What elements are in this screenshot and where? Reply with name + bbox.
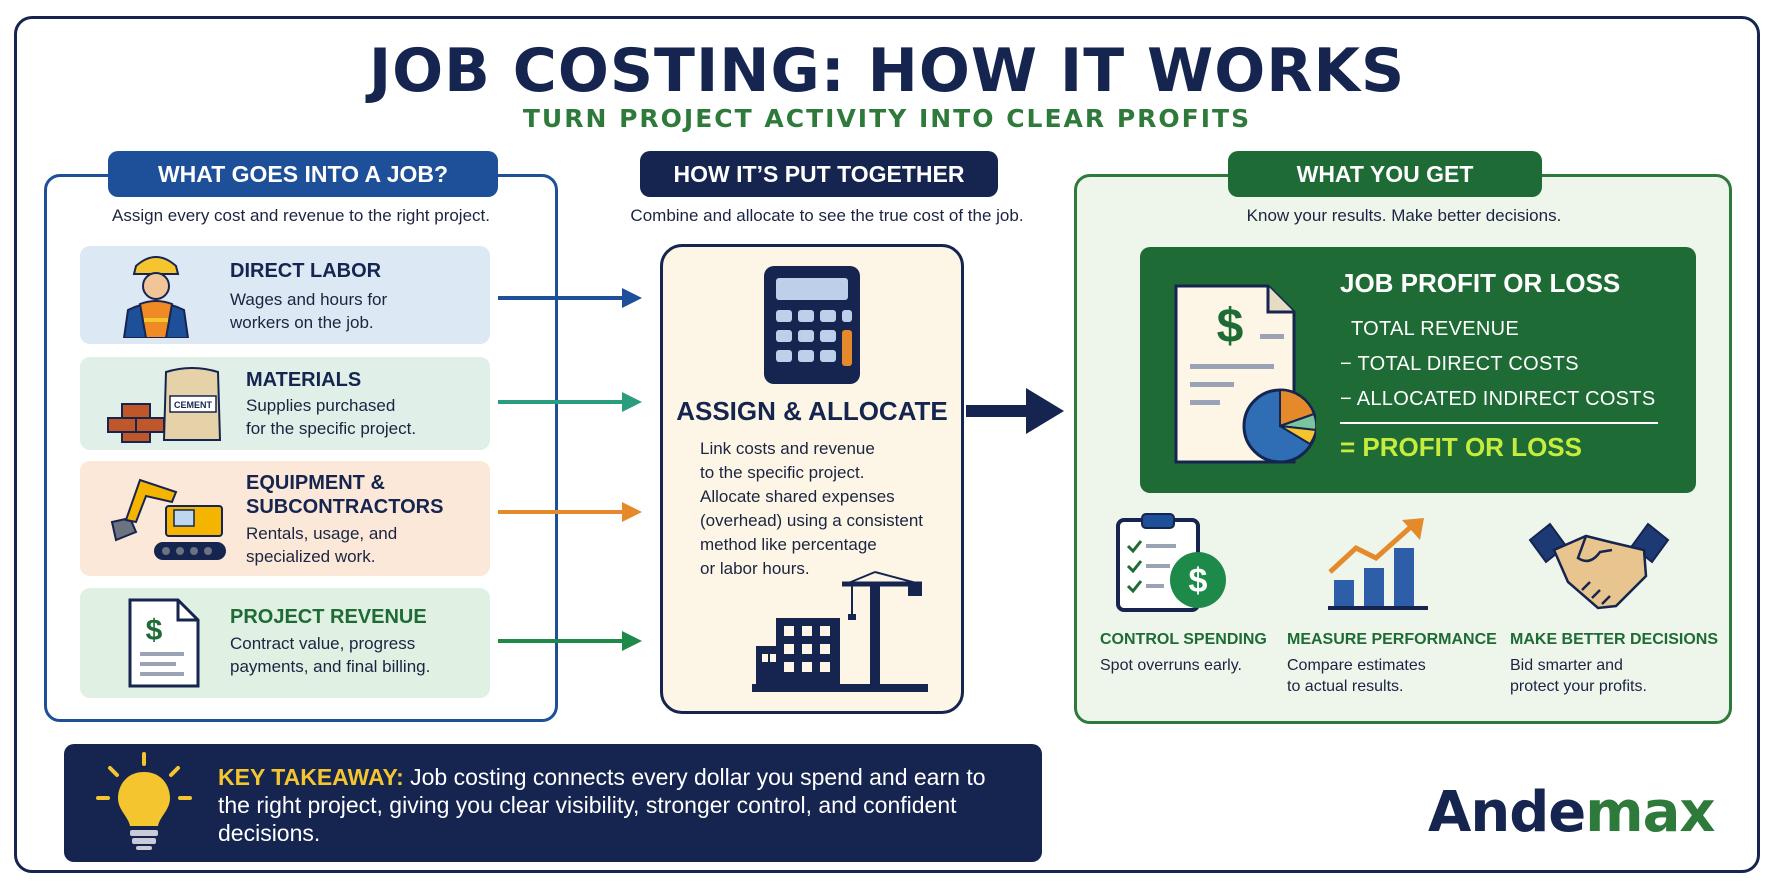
materials-flow-arrow [498, 392, 642, 412]
andemax-logo: Andemax [1428, 780, 1716, 845]
growth-chart-icon [1328, 518, 1428, 610]
results-caption: Know your results. Make better decisions… [1246, 206, 1562, 225]
cement-bricks-icon: CEMENT [107, 367, 222, 443]
measure-performance-desc-1: Compare estimates [1287, 657, 1426, 674]
indirect-costs-line: − ALLOCATED INDIRECT COSTS [1340, 388, 1656, 410]
materials-desc-2: for the specific project. [246, 419, 417, 438]
direct-labor-desc-2: workers on the job. [230, 313, 374, 332]
key-takeaway-text: KEY TAKEAWAY: Job costing connects every… [218, 763, 1018, 847]
results-heading: WHAT YOU GET [1228, 151, 1542, 197]
handshake-icon [1528, 522, 1670, 610]
inputs-heading: WHAT GOES INTO A JOB? [108, 151, 498, 197]
profit-loss-title: JOB PROFIT OR LOSS [1340, 268, 1621, 298]
excavator-icon [110, 478, 226, 560]
logo-part-2: max [1585, 780, 1715, 845]
control-spending-desc-1: Spot overruns early. [1100, 657, 1242, 674]
key-takeaway-banner [64, 744, 1042, 862]
project-revenue-desc-1: Contract value, progress [230, 634, 416, 653]
revenue-flow-arrow [498, 631, 642, 651]
report-pie-icon: $ [1174, 284, 1316, 464]
direct-costs-line: − TOTAL DIRECT COSTS [1340, 353, 1579, 375]
svg-text:$: $ [1217, 300, 1244, 353]
labor-flow-arrow [498, 288, 642, 308]
card-equipment-subcontractors [80, 461, 490, 576]
assign-line-1: Link costs and revenue [700, 439, 875, 458]
page-subtitle: TURN PROJECT ACTIVITY INTO CLEAR PROFITS [522, 104, 1252, 133]
equipment-desc-2: specialized work. [246, 547, 376, 566]
measure-performance-desc-2: to actual results. [1287, 678, 1404, 695]
measure-performance-title: MEASURE PERFORMANCE [1287, 631, 1497, 648]
equipment-title-2: SUBCONTRACTORS [246, 496, 444, 518]
key-takeaway-label: KEY TAKEAWAY: [218, 764, 404, 790]
logo-part-1: Ande [1428, 780, 1586, 845]
assign-allocate-desc: Link costs and revenue to the specific p… [700, 437, 950, 581]
svg-text:$: $ [1189, 562, 1208, 600]
profit-or-loss-result: = PROFIT OR LOSS [1340, 432, 1582, 462]
inputs-caption: Assign every cost and revenue to the rig… [112, 206, 490, 225]
direct-labor-title: DIRECT LABOR [230, 260, 382, 282]
equipment-flow-arrow [498, 502, 642, 522]
project-revenue-title: PROJECT REVENUE [230, 606, 427, 628]
process-heading: HOW IT’S PUT TOGETHER [640, 151, 998, 197]
better-decisions-title: MAKE BETTER DECISIONS [1510, 631, 1719, 648]
materials-title: MATERIALS [246, 369, 362, 391]
calculator-icon [764, 266, 860, 384]
lightbulb-icon [96, 752, 192, 850]
project-revenue-desc-2: payments, and final billing. [230, 657, 431, 676]
assign-line-6: or labor hours. [700, 559, 810, 578]
assign-line-5: method like percentage [700, 535, 877, 554]
equipment-desc-1: Rentals, usage, and [246, 524, 398, 543]
invoice-dollar-icon: $ [128, 598, 200, 688]
worker-icon [122, 256, 190, 338]
svg-text:$: $ [146, 614, 163, 647]
assign-line-4: (overhead) using a consistent [700, 511, 924, 530]
key-takeaway-body: Job costing connects every dollar you sp… [218, 764, 986, 846]
page-title: JOB COSTING: HOW IT WORKS [368, 36, 1406, 106]
profit-divider [1340, 422, 1658, 424]
control-spending-title: CONTROL SPENDING [1100, 631, 1267, 648]
assign-line-3: Allocate shared expenses [700, 487, 895, 506]
assign-line-2: to the specific project. [700, 463, 865, 482]
result-flow-arrow [966, 388, 1064, 434]
better-decisions-desc-1: Bid smarter and [1510, 657, 1623, 674]
equipment-title-1: EQUIPMENT & [246, 472, 385, 494]
total-revenue-line: TOTAL REVENUE [1351, 318, 1520, 340]
clipboard-dollar-icon: $ [1116, 513, 1226, 612]
assign-allocate-title: ASSIGN & ALLOCATE [676, 396, 948, 426]
better-decisions-desc-2: protect your profits. [1510, 678, 1647, 695]
cement-bag-label: CEMENT [174, 400, 213, 410]
materials-desc-1: Supplies purchased [246, 396, 396, 415]
process-caption: Combine and allocate to see the true cos… [630, 206, 1024, 225]
direct-labor-desc-1: Wages and hours for [230, 290, 388, 309]
building-crane-icon [752, 571, 928, 692]
